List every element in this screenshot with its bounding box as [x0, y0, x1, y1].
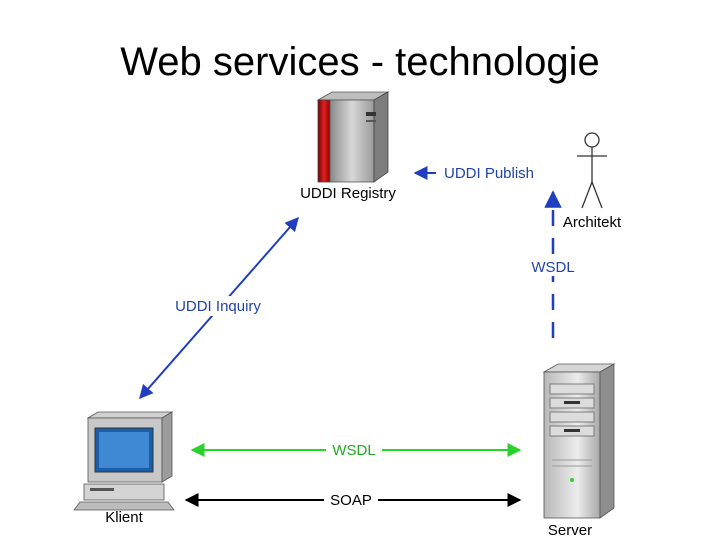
- uddi-publish-label: UDDI Publish: [444, 165, 534, 182]
- architect-icon: [577, 132, 607, 209]
- server-tower-icon: [542, 363, 616, 519]
- wsdl-client-server-label: WSDL: [332, 442, 375, 459]
- uddi-registry-icon: [316, 91, 390, 183]
- wsdl-architect-label: WSDL: [531, 259, 574, 276]
- architect-label: Architekt: [563, 214, 622, 231]
- uddi-inquiry-label: UDDI Inquiry: [175, 298, 261, 315]
- server-label: Server: [548, 522, 592, 539]
- soap-label: SOAP: [330, 492, 372, 509]
- client-computer-icon: [73, 411, 175, 511]
- page-title: Web services - technologie: [120, 40, 600, 84]
- client-label: Klient: [105, 509, 143, 526]
- uddi-registry-label: UDDI Registry: [300, 185, 396, 202]
